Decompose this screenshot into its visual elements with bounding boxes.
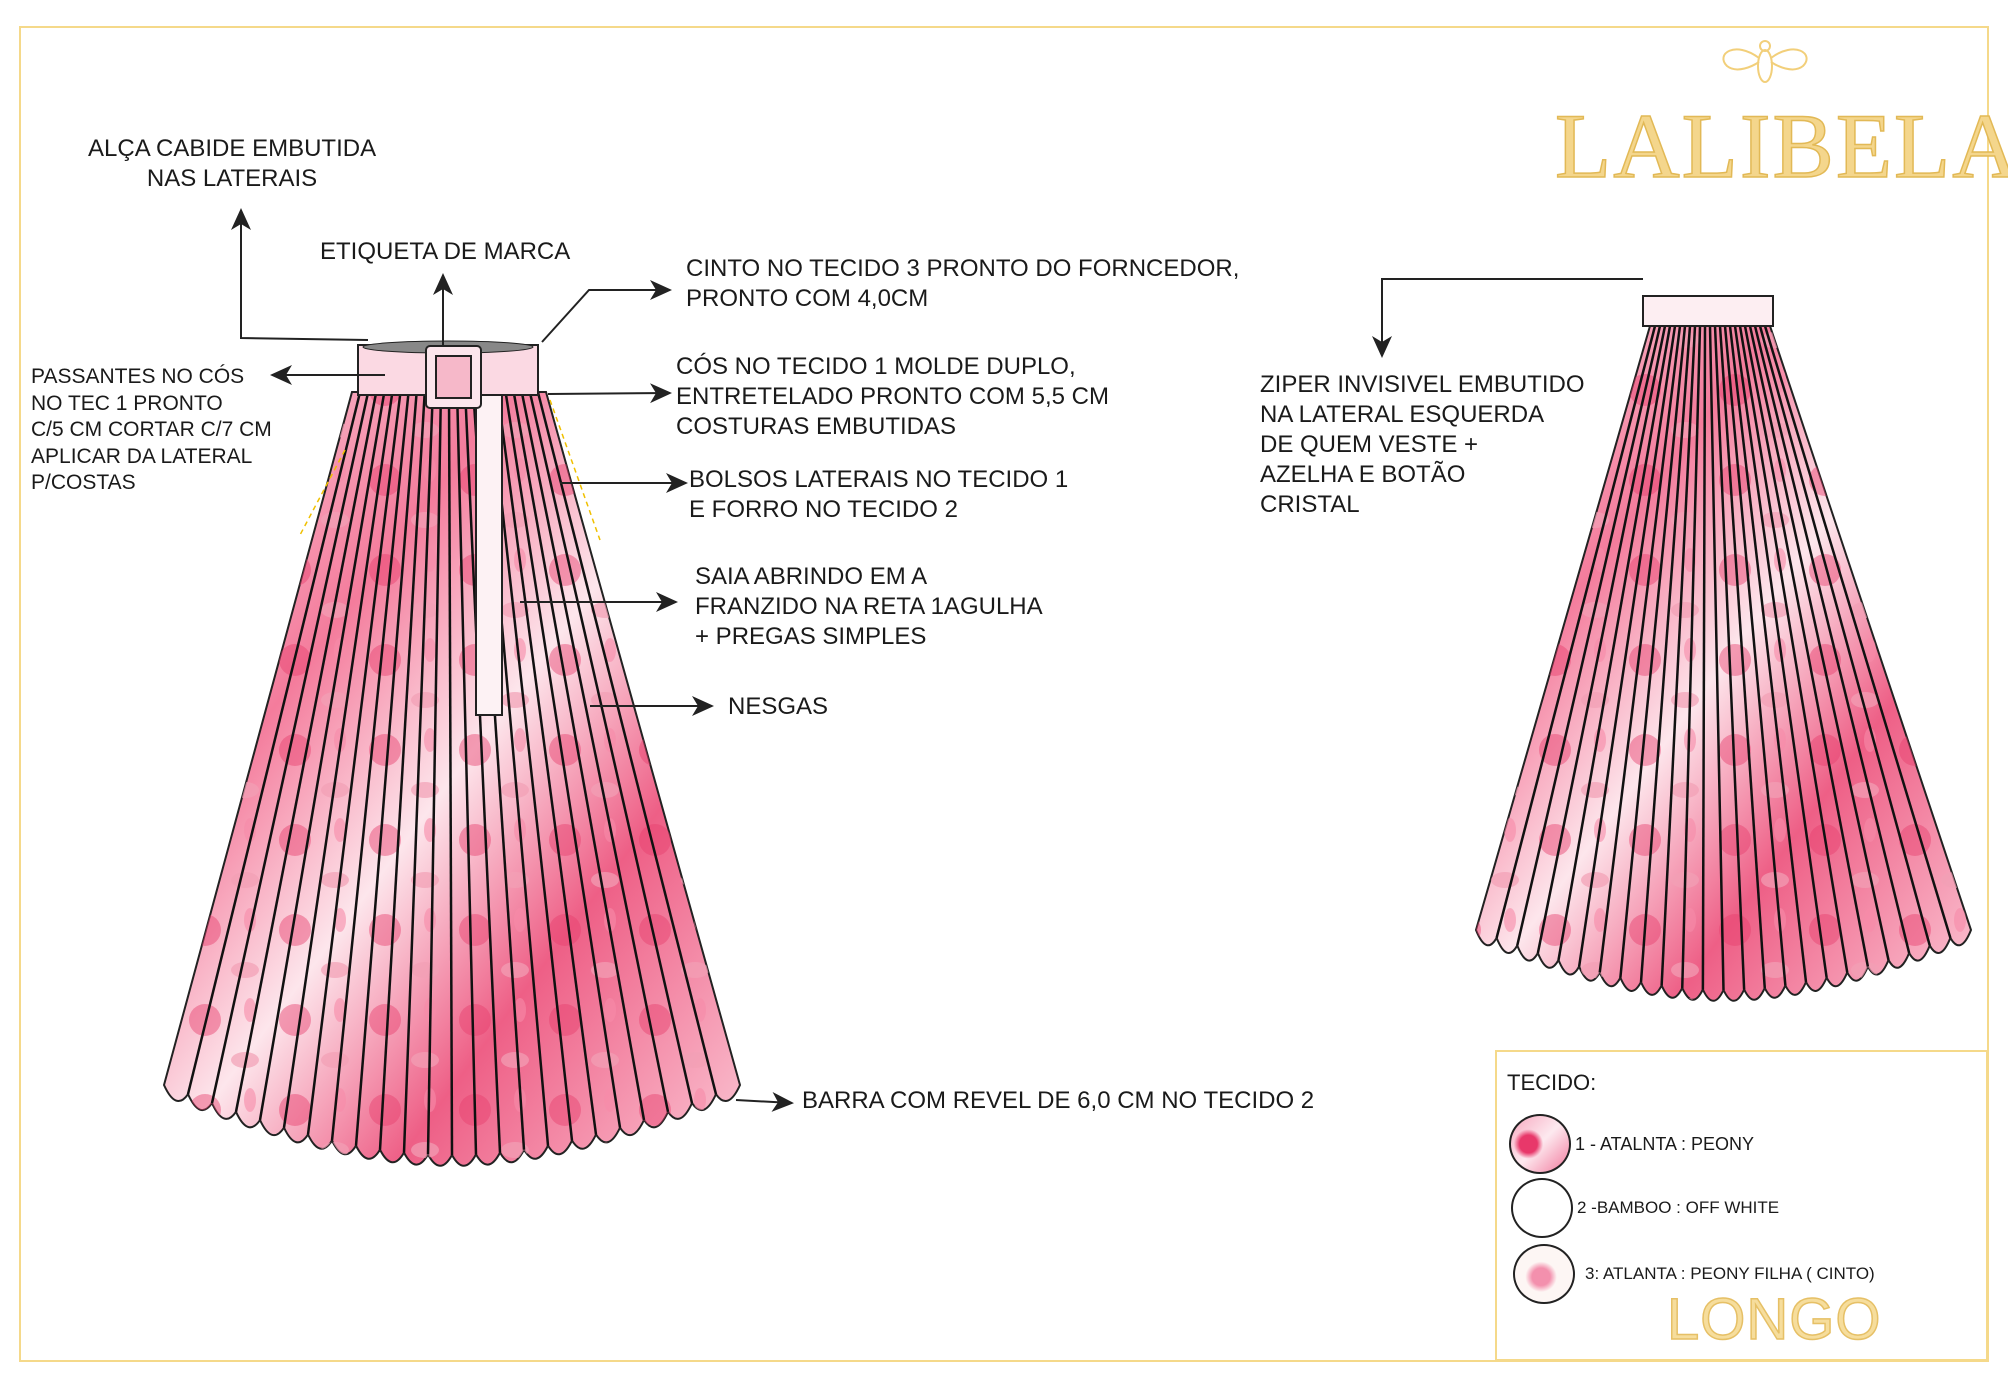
legend-title: TECIDO: xyxy=(1507,1070,1597,1095)
pleat-line xyxy=(1728,325,1808,983)
back-waistband xyxy=(1642,295,1774,327)
pleat-line xyxy=(1758,325,1931,946)
pocket-seam-left xyxy=(299,449,346,536)
pleat-line xyxy=(282,391,394,1128)
pleat-line xyxy=(496,391,598,1135)
pleat-line xyxy=(447,391,454,1156)
front-skirt-drawing xyxy=(162,340,742,1167)
pleat-line xyxy=(1723,325,1787,986)
back-skirt-drawing xyxy=(1474,295,1973,1002)
pleat-line xyxy=(258,391,386,1121)
pocket-seam-right xyxy=(549,399,601,541)
pleat-line xyxy=(1738,325,1849,973)
pleat-line xyxy=(512,391,646,1121)
buckle-inner xyxy=(435,355,472,399)
pleat-line xyxy=(1708,325,1725,991)
fabric-legend: TECIDO: 1 - ATALNTA : PEONY 2 -BAMBOO : … xyxy=(1495,1050,1988,1361)
pleat-line xyxy=(1701,325,1707,990)
annotation-line: AZELHA E BOTÃO xyxy=(1260,461,1466,488)
category-label: LONGO xyxy=(1666,1287,1882,1353)
annotation-ziper: ZIPER INVISIVEL EMBUTIDO NA LATERAL ESQU… xyxy=(1260,370,1585,520)
annotation-line: CRISTAL xyxy=(1260,491,1360,518)
pleat-line xyxy=(1713,325,1746,990)
pleat-line xyxy=(1681,325,1702,988)
annotation-line: NO TEC 1 PRONTO xyxy=(31,391,223,415)
annotation-line: ALÇA CABIDE EMBUTIDA xyxy=(88,135,377,162)
legend-label: 2 -BAMBOO : OFF WHITE xyxy=(1577,1198,1780,1217)
pleat-line xyxy=(1516,325,1662,946)
legend-label: 1 - ATALNTA : PEONY xyxy=(1575,1133,1755,1154)
pleat-line xyxy=(1577,325,1677,967)
annotation-line: PRONTO COM 4,0CM xyxy=(686,285,929,312)
annotation-line: NA LATERAL ESQUERDA xyxy=(1260,401,1545,428)
pleat-line xyxy=(234,391,378,1113)
pleat-line xyxy=(520,391,670,1113)
pleat-line xyxy=(536,391,718,1095)
brand-logo: LALIBELA xyxy=(1554,95,2008,197)
pleat-line xyxy=(186,391,362,1095)
pleat-line xyxy=(330,391,410,1141)
annotation-line: COSTURAS EMBUTIDAS xyxy=(676,413,957,440)
belt-tail xyxy=(475,394,503,716)
annotation-nesgas: NESGAS xyxy=(728,693,829,720)
pleat-line xyxy=(1639,325,1692,983)
bee-icon xyxy=(1722,40,1808,83)
pleat-line xyxy=(1733,325,1828,978)
annotation-line: C/5 CM CORTAR C/7 CM xyxy=(31,418,272,441)
pleat-line xyxy=(488,391,574,1141)
pleat-line xyxy=(354,391,418,1146)
pleat-line xyxy=(1763,325,1952,939)
annotation-etiqueta: ETIQUETA DE MARCA xyxy=(320,238,571,265)
annotation-passantes: PASSANTES NO CÓS NO TEC 1 PRONTO C/5 CM … xyxy=(31,364,272,497)
annotation-line: CÓS NO TECIDO 1 MOLDE DUPLO, xyxy=(676,353,1076,380)
peony-swatch-icon xyxy=(1509,1114,1571,1174)
legend-item: 1 - ATALNTA : PEONY xyxy=(1509,1114,1754,1174)
annotation-line: SAIA ABRINDO EM A xyxy=(695,563,928,590)
off-white-swatch-icon xyxy=(1511,1178,1573,1238)
annotation-line: ZIPER INVISIVEL EMBUTIDO xyxy=(1260,371,1585,398)
annotation-line: E FORRO NO TECIDO 2 xyxy=(689,496,958,523)
annotation-line: BOLSOS LATERAIS NO TECIDO 1 xyxy=(689,466,1069,493)
pleat-line xyxy=(1598,325,1682,973)
pleat-line xyxy=(1557,325,1672,961)
pleat-line xyxy=(1495,325,1657,939)
annotation-line: P/COSTAS xyxy=(31,471,136,494)
annotation-bolsos: BOLSOS LATERAIS NO TECIDO 1 E FORRO NO T… xyxy=(689,465,1068,525)
sheet-frame xyxy=(19,26,1989,1362)
peony-filha-swatch-icon xyxy=(1513,1244,1575,1304)
pleat-line xyxy=(306,391,402,1135)
annotation-cinto: CINTO NO TECIDO 3 PRONTO DO FORNCEDOR, P… xyxy=(686,254,1239,314)
pleat-line xyxy=(1619,325,1687,978)
pleat-line xyxy=(463,391,502,1153)
pleat-line xyxy=(378,391,426,1150)
legend-item: 2 -BAMBOO : OFF WHITE xyxy=(1511,1178,1779,1238)
pleat-line xyxy=(402,391,435,1153)
annotation-line: PASSANTES NO CÓS xyxy=(31,365,245,388)
annotation-saia: SAIA ABRINDO EM A FRANZIDO NA RETA 1AGUL… xyxy=(695,562,1043,652)
pleat-line xyxy=(455,391,478,1155)
pleat-line xyxy=(1718,325,1766,989)
pleat-line xyxy=(1748,325,1890,961)
pleat-line xyxy=(1743,325,1870,967)
annotation-line: FRANZIDO NA RETA 1AGULHA xyxy=(695,593,1043,620)
annotation-line: ENTRETELADO PRONTO COM 5,5 CM xyxy=(676,383,1109,410)
annotation-cos: CÓS NO TECIDO 1 MOLDE DUPLO, ENTRETELADO… xyxy=(676,352,1109,442)
pleat-line xyxy=(210,391,370,1104)
legend-label: 3: ATLANTA : PEONY FILHA ( CINTO) xyxy=(1585,1264,1875,1283)
annotation-line: DE QUEM VESTE + xyxy=(1260,431,1479,458)
pleat-line xyxy=(1536,325,1667,954)
annotation-line: APLICAR DA LATERAL xyxy=(31,444,253,468)
pleat-line xyxy=(426,391,443,1155)
annotation-barra: BARRA COM REVEL DE 6,0 CM NO TECIDO 2 xyxy=(802,1087,1315,1114)
annotation-line: + PREGAS SIMPLES xyxy=(695,623,927,650)
pleat-line xyxy=(1753,325,1911,954)
pleat-line xyxy=(1660,325,1697,986)
callout-arrows xyxy=(231,208,1643,1112)
annotation-alca: ALÇA CABIDE EMBUTIDA NAS LATERAIS xyxy=(88,134,376,194)
legend-item: 3: ATLANTA : PEONY FILHA ( CINTO) xyxy=(1513,1244,1875,1304)
annotation-line: NAS LATERAIS xyxy=(146,165,318,192)
pleat-line xyxy=(528,391,694,1104)
annotation-line: CINTO NO TECIDO 3 PRONTO DO FORNCEDOR, xyxy=(686,255,1240,282)
pleat-line xyxy=(504,391,622,1128)
